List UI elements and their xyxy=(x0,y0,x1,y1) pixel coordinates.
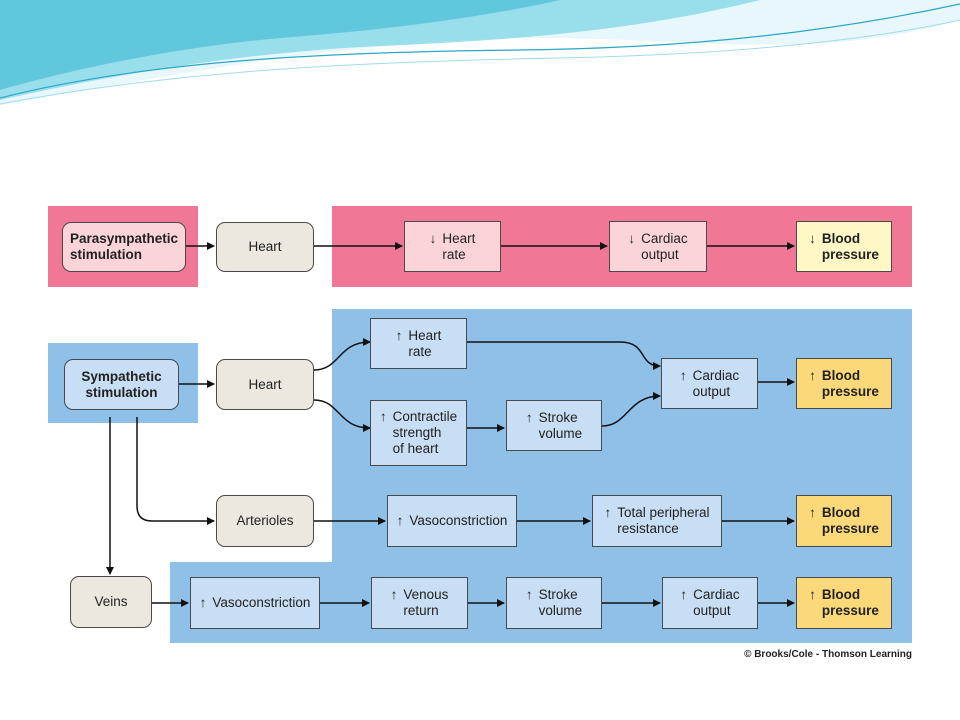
up-arrow-icon: ↑ xyxy=(396,513,404,528)
heart-rate-label: Heart rate xyxy=(442,230,476,262)
copyright-notice: © Brooks/Cole - Thomson Learning xyxy=(744,649,912,660)
up-arrow-icon: ↑ xyxy=(604,505,612,520)
blood-pressure-label: Blood pressure xyxy=(821,230,879,262)
veins-cardiac-output-box: ↑ Cardiac output xyxy=(662,577,758,629)
decreased-blood-pressure-box: ↓ Blood pressure xyxy=(796,221,892,272)
sympathetic-heart-box: Heart xyxy=(216,359,314,410)
connector-arrows xyxy=(106,242,795,607)
contractile-strength-label: Contractile strength of heart xyxy=(392,409,458,456)
veins-box: Veins xyxy=(70,576,152,628)
vasoconstriction-label: Vasoconstriction xyxy=(212,595,311,610)
increased-blood-pressure-box: ↑ Blood pressure xyxy=(796,358,892,409)
decreased-cardiac-output-box: ↓ Cardiac output xyxy=(609,221,707,272)
veins-label: Veins xyxy=(94,594,128,609)
stroke-volume-label: Stroke volume xyxy=(538,409,583,441)
increased-contractile-strength-box: ↑ Contractile strength of heart xyxy=(370,400,467,466)
up-arrow-icon: ↑ xyxy=(379,409,387,424)
arteriole-vasoconstriction-box: ↑ Vasoconstriction xyxy=(387,495,517,547)
increased-tpr-box: ↑ Total peripheral resistance xyxy=(592,495,722,547)
down-arrow-icon: ↓ xyxy=(429,230,437,246)
up-arrow-icon: ↑ xyxy=(809,367,816,383)
increased-venous-return-box: ↑ Venous return xyxy=(371,577,468,629)
blood-pressure-label: Blood pressure xyxy=(821,505,879,536)
down-arrow-icon: ↓ xyxy=(628,230,636,246)
blood-pressure-label: Blood pressure xyxy=(821,367,879,399)
tpr-label: Total peripheral resistance xyxy=(617,505,710,536)
arterioles-box: Arterioles xyxy=(216,495,314,547)
venous-return-label: Venous return xyxy=(403,587,449,618)
increased-heart-rate-box: ↑ Heart rate xyxy=(370,318,467,369)
vasoconstriction-label: Vasoconstriction xyxy=(409,513,508,528)
parasympathetic-heart-box: Heart xyxy=(216,222,314,272)
blood-pressure-label: Blood pressure xyxy=(821,587,879,618)
veins-stroke-volume-box: ↑ Stroke volume xyxy=(506,577,602,629)
up-arrow-icon: ↑ xyxy=(809,587,816,602)
veins-blood-pressure-box: ↑ Blood pressure xyxy=(796,577,892,629)
heart-label: Heart xyxy=(248,239,282,254)
header-wave-decoration xyxy=(0,0,960,105)
heart-rate-label: Heart rate xyxy=(408,327,442,359)
up-arrow-icon: ↑ xyxy=(390,587,398,602)
arterioles-blood-pressure-box: ↑ Blood pressure xyxy=(796,495,892,547)
cardiac-output-label: Cardiac output xyxy=(692,367,740,399)
up-arrow-icon: ↑ xyxy=(809,505,816,520)
arterioles-label: Arterioles xyxy=(236,513,294,528)
sympathetic-stimulation-label: Sympathetic stimulation xyxy=(81,368,162,400)
parasympathetic-stimulation-box: Parasympathetic stimulation xyxy=(62,222,186,272)
venous-vasoconstriction-box: ↑ Vasoconstriction xyxy=(190,577,320,629)
sympathetic-stimulation-box: Sympathetic stimulation xyxy=(64,359,179,410)
increased-stroke-volume-box: ↑ Stroke volume xyxy=(506,400,602,451)
parasympathetic-stimulation-label: Parasympathetic stimulation xyxy=(69,231,179,262)
cardiac-output-label: Cardiac output xyxy=(641,230,688,262)
up-arrow-icon: ↑ xyxy=(395,327,403,343)
cardiac-output-label: Cardiac output xyxy=(693,587,740,618)
stroke-volume-label: Stroke volume xyxy=(538,587,583,618)
heart-label: Heart xyxy=(248,376,282,392)
up-arrow-icon: ↑ xyxy=(525,409,533,425)
increased-cardiac-output-box: ↑ Cardiac output xyxy=(661,358,758,409)
diagram-figure: Parasympathetic stimulation Heart ↓ Heart… xyxy=(48,206,912,662)
up-arrow-icon: ↑ xyxy=(199,595,207,610)
up-arrow-icon: ↑ xyxy=(680,587,688,602)
decreased-heart-rate-box: ↓ Heart rate xyxy=(404,221,501,272)
up-arrow-icon: ↑ xyxy=(525,587,533,602)
down-arrow-icon: ↓ xyxy=(809,230,816,246)
up-arrow-icon: ↑ xyxy=(679,367,687,383)
